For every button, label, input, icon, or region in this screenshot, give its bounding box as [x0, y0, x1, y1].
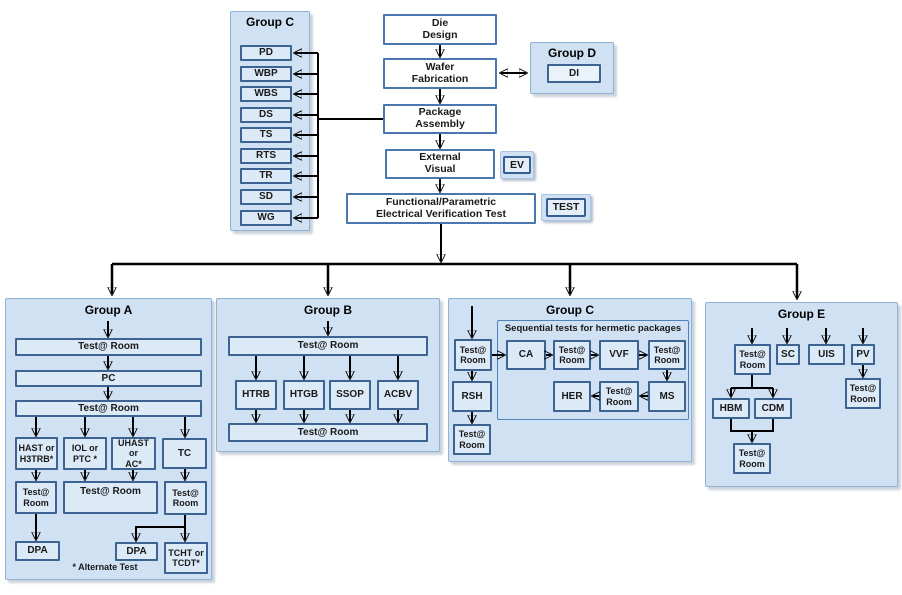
group-c-bottom-title: Group C: [546, 303, 594, 317]
node-pv: PV: [851, 344, 875, 365]
node-tcht-tcdt: TCHT or TCDT*: [164, 542, 208, 574]
node-test-room: Test@ Room: [733, 443, 771, 474]
node-dpa: DPA: [115, 542, 158, 561]
node-test-room: Test@ Room: [228, 423, 428, 442]
node-external-visual: External Visual: [385, 149, 495, 179]
alternate-test-footnote: * Alternate Test: [72, 562, 138, 572]
node-hast-h3trb: HAST or H3TRB*: [15, 437, 58, 470]
node-test-room: Test@ Room: [453, 424, 491, 455]
node-iol-ptc: IOL or PTC *: [63, 437, 107, 470]
node-test-room: Test@ Room: [845, 378, 881, 409]
node-ssop: SSOP: [329, 380, 371, 410]
node-acbv: ACBV: [377, 380, 419, 410]
node-test-room: Test@ Room: [648, 340, 686, 370]
ev-tag-label: EV: [502, 155, 531, 175]
node-functional-parametric-test: Functional/Parametric Electrical Verific…: [346, 193, 536, 224]
node-tr: TR: [240, 168, 292, 184]
ev-tag: EV: [500, 151, 534, 179]
node-test-room: Test@ Room: [63, 481, 158, 514]
node-pd: PD: [240, 45, 292, 61]
node-test-room: Test@ Room: [228, 336, 428, 356]
node-test-room: Test@ Room: [15, 400, 202, 417]
sequential-tests-container: [497, 320, 689, 420]
node-ts: TS: [240, 127, 292, 143]
node-tc: TC: [162, 438, 207, 469]
node-her: HER: [553, 381, 591, 412]
node-ca: CA: [506, 340, 546, 370]
node-vvf: VVF: [599, 340, 639, 370]
node-sd: SD: [240, 189, 292, 205]
node-test-room: Test@ Room: [734, 344, 771, 375]
group-a-title: Group A: [84, 303, 133, 317]
node-test-room: Test@ Room: [454, 339, 492, 371]
node-rsh: RSH: [452, 381, 492, 412]
node-ds: DS: [240, 107, 292, 123]
sequential-tests-label: Sequential tests for hermetic packages: [504, 323, 682, 334]
node-uhast-ac: UHAST or AC*: [111, 437, 156, 470]
node-cdm: CDM: [754, 398, 792, 419]
node-package-assembly: Package Assembly: [383, 104, 497, 134]
group-e-title: Group E: [777, 307, 826, 321]
group-c-top-title: Group C: [246, 15, 294, 29]
node-test-room: Test@ Room: [164, 481, 207, 515]
test-tag: TEST: [541, 194, 591, 221]
node-test-room: Test@ Room: [599, 381, 639, 412]
node-ms: MS: [648, 381, 686, 412]
node-wbs: WBS: [240, 86, 292, 102]
node-test-room: Test@ Room: [15, 338, 202, 356]
group-b-title: Group B: [304, 303, 352, 317]
test-tag-label: TEST: [545, 198, 587, 217]
node-hbm: HBM: [712, 398, 750, 419]
node-pc: PC: [15, 370, 202, 387]
node-test-room: Test@ Room: [15, 481, 57, 514]
group-d-title: Group D: [548, 46, 596, 60]
node-htgb: HTGB: [283, 380, 325, 410]
node-htrb: HTRB: [235, 380, 277, 410]
node-wbp: WBP: [240, 66, 292, 82]
node-sc: SC: [776, 344, 800, 365]
node-di: DI: [547, 64, 601, 83]
node-wafer-fabrication: Wafer Fabrication: [383, 58, 497, 89]
node-wg: WG: [240, 210, 292, 226]
node-rts: RTS: [240, 148, 292, 164]
node-die-design: Die Design: [383, 14, 497, 45]
node-test-room: Test@ Room: [553, 340, 591, 370]
node-uis: UIS: [808, 344, 845, 365]
node-dpa: DPA: [15, 541, 60, 561]
